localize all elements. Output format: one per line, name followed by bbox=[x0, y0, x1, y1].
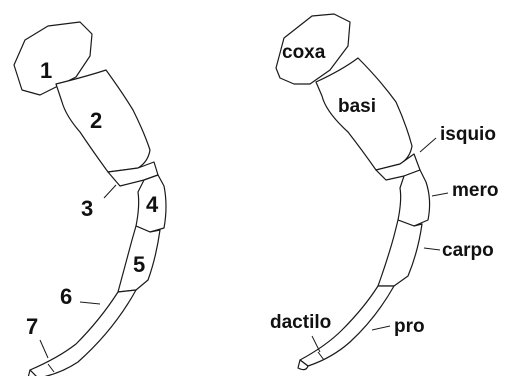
right-dactylus-joint bbox=[317, 351, 325, 361]
right-leader-carpo bbox=[423, 247, 441, 251]
left-label-3: 3 bbox=[81, 196, 93, 221]
left-segment-1 bbox=[13, 21, 93, 96]
left-leader-7 bbox=[39, 339, 49, 359]
left-leader-6 bbox=[79, 301, 101, 305]
left-label-1: 1 bbox=[40, 58, 52, 83]
right-label-mero: mero bbox=[452, 180, 498, 201]
right-leader-pro bbox=[371, 325, 391, 331]
right-label-coxa: coxa bbox=[282, 42, 326, 63]
right-label-dactilo: dactilo bbox=[270, 312, 331, 333]
left-label-2: 2 bbox=[90, 108, 102, 133]
right-label-basi: basi bbox=[338, 96, 376, 117]
left-label-7: 7 bbox=[26, 314, 38, 339]
right-segment-coxa bbox=[275, 13, 351, 85]
right-segment-dactilo bbox=[297, 359, 309, 371]
right-appendage-diagram: coxa basi isquio mero carpo pro dactilo bbox=[270, 13, 498, 371]
right-leader-dactilo bbox=[311, 335, 321, 353]
left-label-4: 4 bbox=[146, 192, 159, 217]
right-leader-mero bbox=[431, 192, 449, 197]
left-segment-6 bbox=[29, 289, 137, 376]
right-segment-basi bbox=[315, 57, 413, 171]
left-segment-5 bbox=[117, 225, 161, 293]
left-dactylus-joint bbox=[47, 363, 55, 373]
left-segment-2 bbox=[55, 69, 151, 173]
right-segment-carpo bbox=[377, 219, 423, 287]
right-label-isquio: isquio bbox=[440, 124, 496, 145]
right-label-carpo: carpo bbox=[442, 240, 494, 261]
left-segment-7 bbox=[27, 369, 37, 376]
right-leader-isquio bbox=[419, 137, 437, 153]
left-label-6: 6 bbox=[60, 284, 72, 309]
right-segment-mero bbox=[397, 169, 431, 227]
left-leader-3 bbox=[103, 184, 117, 199]
left-appendage-diagram: 1 2 3 4 5 6 7 bbox=[13, 21, 167, 376]
left-label-5: 5 bbox=[133, 252, 145, 277]
right-label-pro: pro bbox=[394, 316, 425, 337]
